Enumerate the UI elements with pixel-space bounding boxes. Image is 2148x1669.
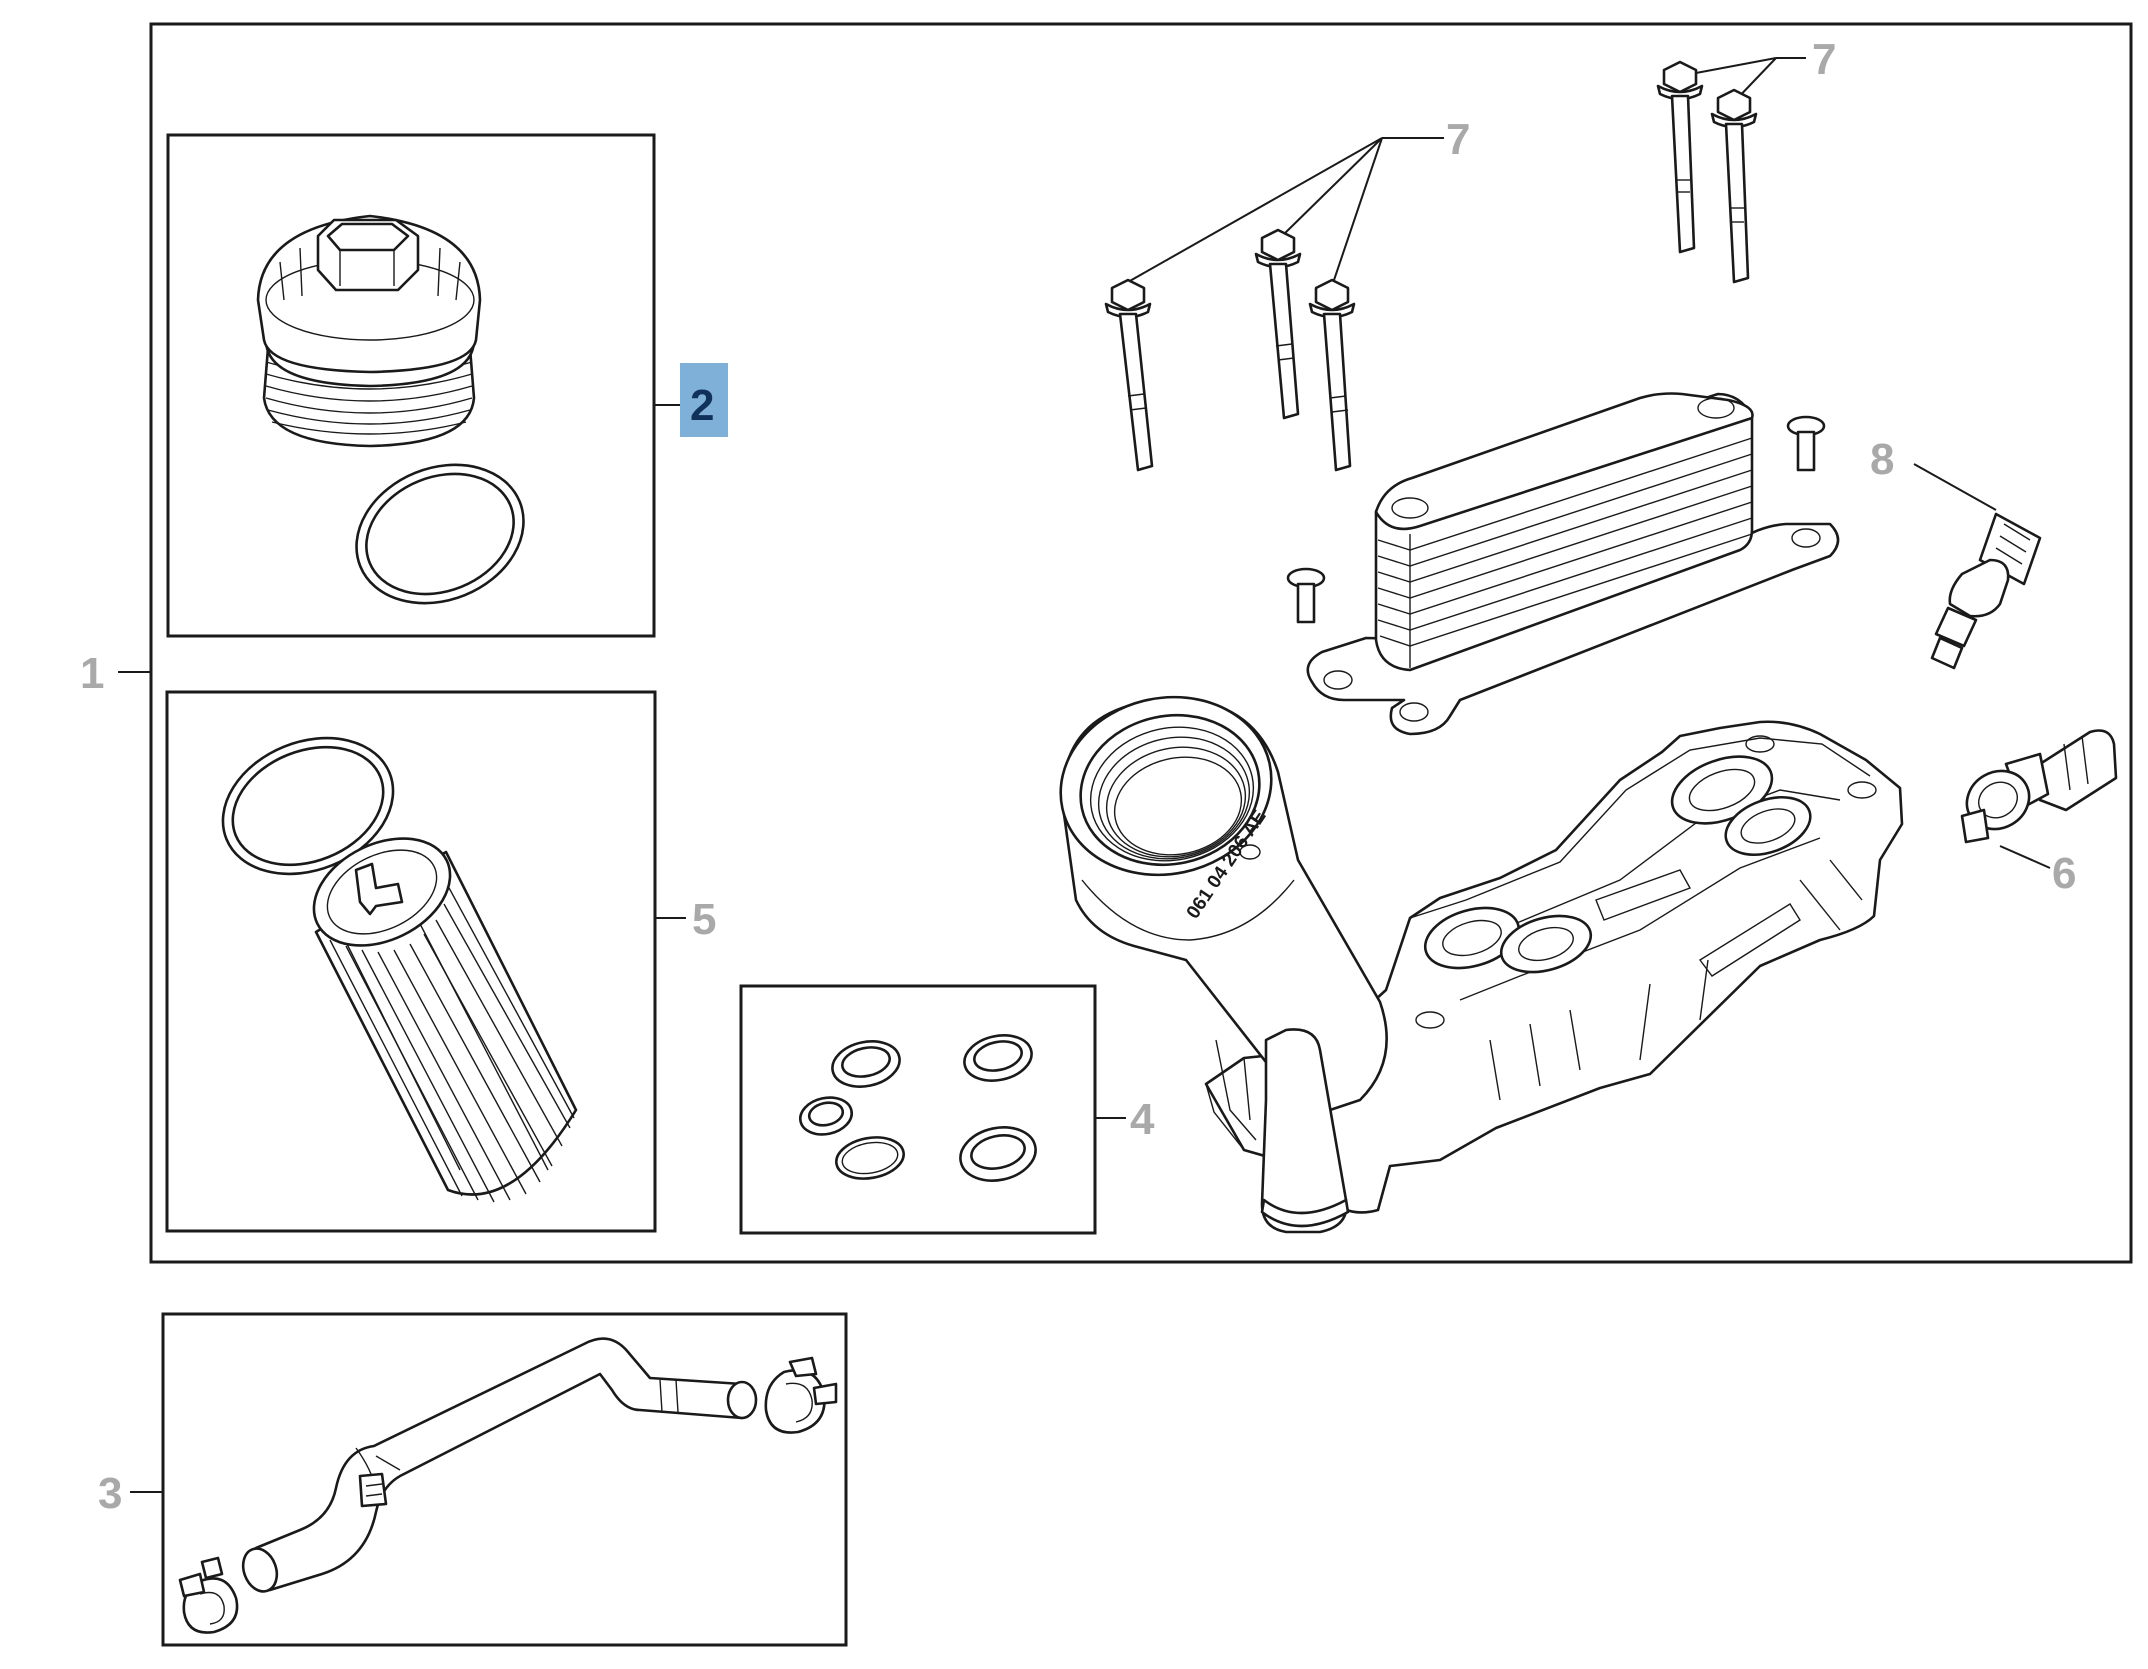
bolt-lower-1[interactable]	[1104, 278, 1154, 472]
seal-ring-3	[798, 1096, 854, 1136]
oil-temp-sensor[interactable]	[1930, 512, 2042, 670]
callout-2[interactable]: 2	[654, 363, 728, 437]
bolt-lower-3[interactable]	[1308, 278, 1356, 472]
bolt-lower-2[interactable]	[1254, 228, 1302, 420]
hose-clamp-left[interactable]	[178, 1556, 239, 1634]
callout-7-upper[interactable]: 7	[1679, 35, 1836, 105]
callout-2-highlight	[680, 363, 728, 437]
hose-clamp-right[interactable]	[764, 1356, 838, 1434]
callout-7-lower-label: 7	[1446, 115, 1470, 164]
seal-kit[interactable]	[797, 1029, 1041, 1187]
callout-7-upper-label: 7	[1812, 35, 1836, 84]
oil-filter-element[interactable]	[296, 817, 578, 1203]
callout-8[interactable]: 8	[1870, 435, 1997, 511]
callout-5[interactable]: 5	[655, 895, 716, 944]
oil-hose[interactable]	[237, 1337, 758, 1597]
cap-o-ring[interactable]	[336, 441, 545, 628]
callout-6[interactable]: 6	[1999, 845, 2076, 898]
callout-4-label: 4	[1130, 1095, 1155, 1144]
oil-cooler[interactable]	[1306, 392, 1840, 736]
subgroup-frame-4	[739, 984, 1097, 1235]
oil-filter-cap[interactable]	[256, 214, 482, 448]
seal-ring-5	[959, 1126, 1037, 1182]
oil-pressure-sensor[interactable]	[1956, 729, 2118, 844]
callout-7-lower[interactable]: 7	[1127, 115, 1470, 287]
subgroup-frame-2	[166, 133, 656, 638]
subgroup-frame-5	[165, 690, 657, 1233]
callout-2-label: 2	[690, 381, 714, 430]
callout-5-label: 5	[692, 895, 716, 944]
callout-4[interactable]: 4	[1095, 1095, 1155, 1144]
callout-6-label: 6	[2052, 849, 2076, 898]
small-screw-right[interactable]	[1786, 415, 1826, 472]
bolt-upper-right[interactable]	[1710, 88, 1758, 284]
filter-o-ring[interactable]	[202, 714, 413, 899]
oil-filter-housing[interactable]: 061 04 206 AE	[1044, 678, 1904, 1234]
seal-ring-4	[835, 1136, 905, 1180]
bolt-upper-left[interactable]	[1656, 60, 1704, 254]
seal-ring-1	[831, 1040, 901, 1088]
callout-8-label: 8	[1870, 435, 1894, 484]
callout-3[interactable]: 3	[98, 1469, 163, 1518]
callout-3-label: 3	[98, 1469, 122, 1518]
subgroup-frame-3	[161, 1312, 848, 1647]
seal-ring-2	[963, 1034, 1033, 1082]
small-screw-left[interactable]	[1286, 567, 1326, 624]
callout-1-label: 1	[80, 649, 104, 698]
assembly-frame-1	[149, 22, 2133, 1264]
callout-1[interactable]: 1	[80, 649, 151, 698]
